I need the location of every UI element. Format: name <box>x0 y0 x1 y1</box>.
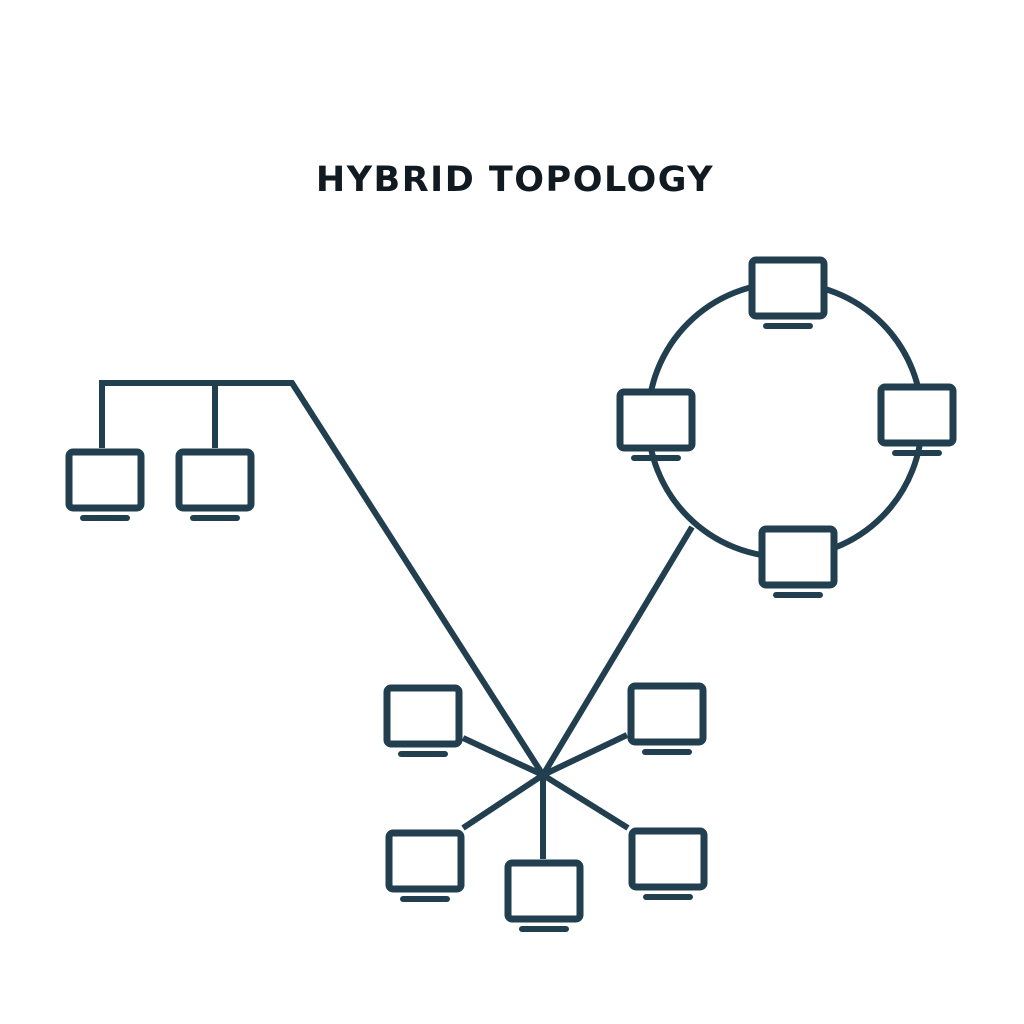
computer-monitor-icon <box>758 525 838 598</box>
computer-monitor-icon <box>504 859 584 932</box>
monitor-stand <box>642 749 692 755</box>
monitor-screen <box>628 827 708 891</box>
monitor-stand <box>398 751 448 757</box>
monitor-stand <box>400 896 450 902</box>
computer-monitor-icon <box>175 448 255 521</box>
bus-backbone-link <box>99 380 546 777</box>
star-link <box>541 772 630 831</box>
computer-monitor-icon <box>877 383 957 456</box>
monitor-screen <box>748 256 828 320</box>
monitor-stand <box>80 515 130 521</box>
monitor-screen <box>627 682 707 746</box>
star-link <box>461 735 545 778</box>
monitor-screen <box>383 684 463 748</box>
monitor-screen <box>385 829 465 893</box>
computer-monitor-icon <box>65 448 145 521</box>
monitor-stand <box>190 515 240 521</box>
monitor-stand <box>631 455 681 461</box>
computer-monitor-icon <box>616 388 696 461</box>
computer-monitor-icon <box>385 829 465 902</box>
monitor-stand <box>892 450 942 456</box>
monitor-screen <box>877 383 957 447</box>
ring-to-star-link <box>540 525 695 777</box>
monitor-stand <box>643 894 693 900</box>
computer-monitor-icon <box>383 684 463 757</box>
diagram-title: HYBRID TOPOLOGY <box>315 160 715 200</box>
monitor-screen <box>65 448 145 512</box>
computer-monitor-icon <box>628 827 708 900</box>
monitor-screen <box>616 388 696 452</box>
monitor-screen <box>175 448 255 512</box>
monitor-stand <box>763 323 813 329</box>
computer-monitor-icon <box>627 682 707 755</box>
monitor-screen <box>504 859 584 923</box>
monitor-stand <box>773 592 823 598</box>
monitor-stand <box>519 926 569 932</box>
star-link <box>461 772 545 831</box>
computer-monitor-icon <box>748 256 828 329</box>
star-link <box>541 732 629 778</box>
monitor-screen <box>758 525 838 589</box>
